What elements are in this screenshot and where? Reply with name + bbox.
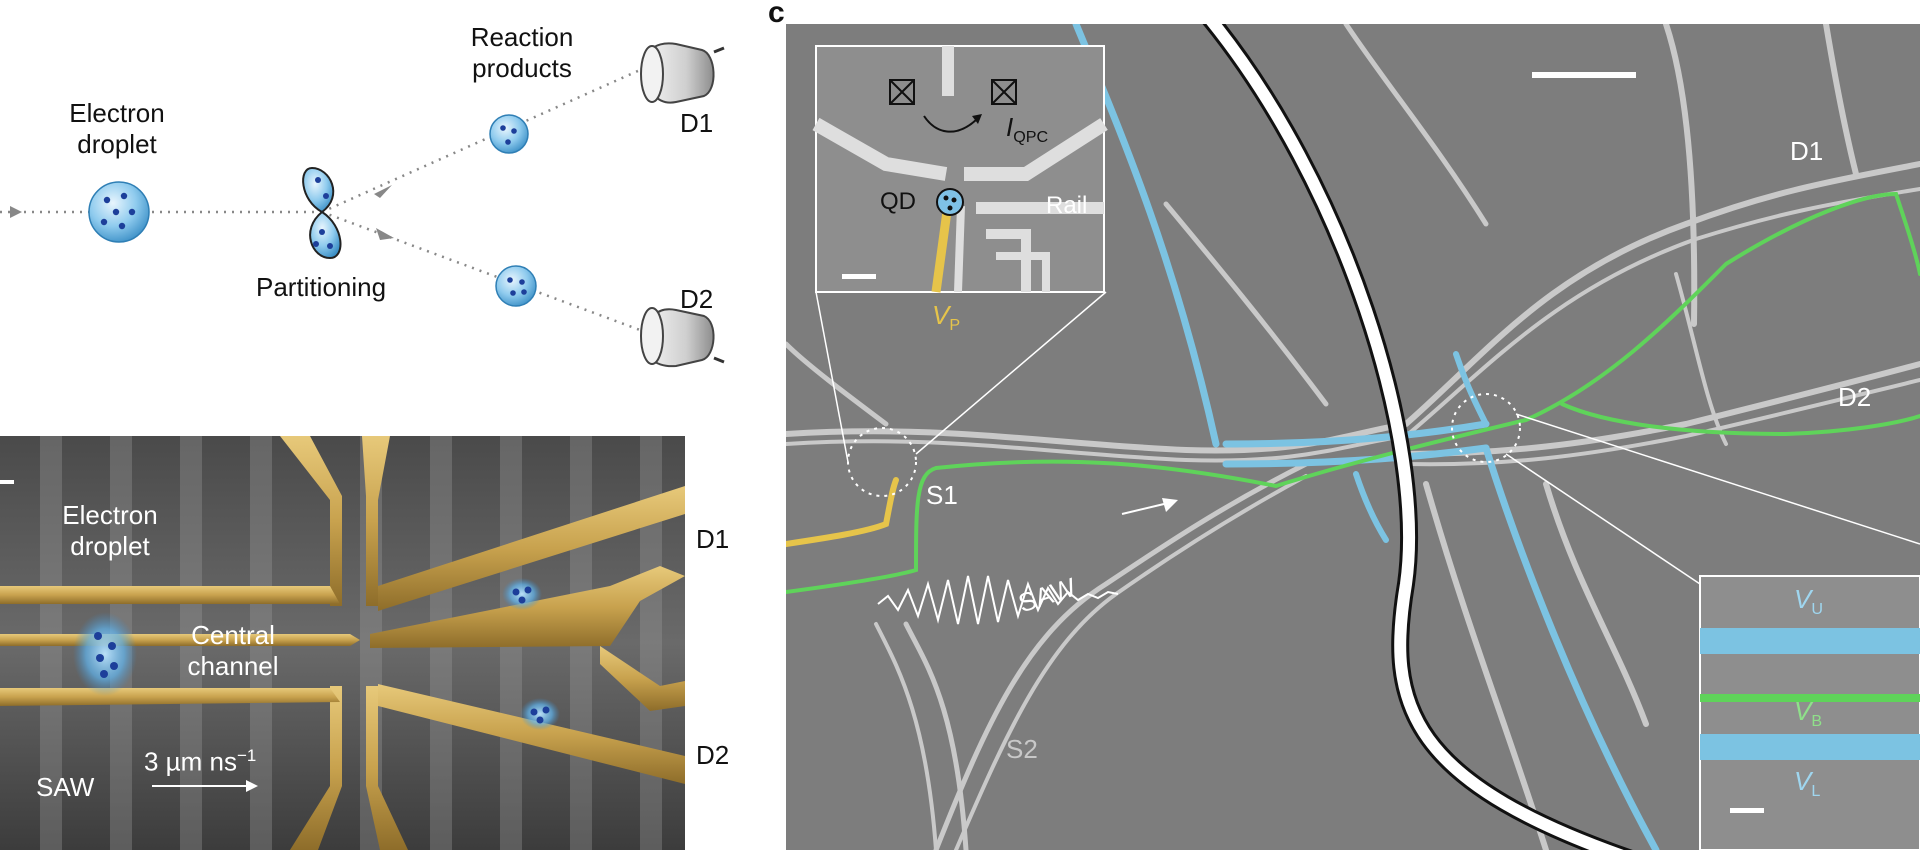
branch-up-path <box>321 68 641 214</box>
panel-a-d2-label: D2 <box>680 284 714 314</box>
panel-b-electron-droplet-label: Electron droplet <box>62 500 158 562</box>
zoom-line-2 <box>915 291 1107 455</box>
panel-c-d2-label: D2 <box>1838 382 1872 412</box>
inset-vl-label: VL <box>1794 766 1821 800</box>
inset-vu-label: VU <box>1794 584 1823 618</box>
inset-vb-symbol: V <box>1794 696 1812 726</box>
panel-b-speed-arrowhead <box>246 780 258 792</box>
panel-a-reaction-products-label: Reaction products <box>470 22 574 84</box>
panel-c-s2-label: S2 <box>1006 734 1038 764</box>
saw-wave <box>877 575 1119 625</box>
panel-b-speed-label: 3 µm ns−1 <box>144 746 256 778</box>
detector-d1-icon <box>640 42 725 104</box>
zoom-line-3 <box>1515 413 1920 545</box>
panel-a-partitioning-label: Partitioning <box>256 272 387 302</box>
panel-c-sem-image <box>786 24 1920 850</box>
inset-vl-symbol: V <box>1794 766 1812 796</box>
branch-down-path <box>321 210 641 332</box>
panel-c-d1-label: D1 <box>1790 136 1824 166</box>
electron-droplet-icon <box>88 181 150 243</box>
channel-gates <box>0 486 685 784</box>
panel-b-droplet-upper-icon <box>502 578 542 610</box>
sem-yellow-gate <box>786 477 899 547</box>
inset-iqpc-symbol: I <box>1006 112 1014 142</box>
sem-scale-bar <box>1532 72 1636 78</box>
saw-wave-arrowhead <box>1162 498 1178 512</box>
panel-a-electron-droplet-label: Electron droplet <box>69 98 165 160</box>
inset-qd-label: QD <box>880 188 916 215</box>
panel-b-saw-label: SAW <box>36 772 95 802</box>
inset-vu-subscript: U <box>1811 599 1823 618</box>
arrow-head-in <box>10 206 22 218</box>
inset-left <box>812 45 1108 293</box>
inset-vb-label: VB <box>1794 696 1823 730</box>
saw-wave-arrow <box>1121 503 1165 515</box>
sem-gray-gates <box>786 24 1920 850</box>
inset-iqpc-label: IQPC <box>1006 112 1049 146</box>
panel-b-droplet-main-icon <box>73 612 137 696</box>
panel-b-scale-bar <box>0 480 14 484</box>
inset-right <box>1699 575 1920 850</box>
panel-a-d1-label: D1 <box>680 108 714 138</box>
inset-rail-label: Rail <box>1046 192 1088 219</box>
panel-b-speed-value: 3 µm ns <box>144 746 238 777</box>
panel-b-d2-label: D2 <box>696 740 730 770</box>
vertical-gates <box>280 436 408 850</box>
product-droplet-lower-icon <box>495 265 537 307</box>
inset-vb-subscript: B <box>1811 711 1823 730</box>
product-droplet-upper-icon <box>489 114 529 154</box>
sem-green-gate <box>786 191 1920 594</box>
panel-b-central-channel-label: Central channel <box>187 620 279 682</box>
inset-vp-symbol: V <box>932 300 950 330</box>
panel-b-d1-label: D1 <box>696 524 730 554</box>
arrow-head-down <box>376 228 394 240</box>
arrow-head-up <box>374 185 392 198</box>
panel-a-schematic <box>0 42 725 368</box>
panel-c-s1-label: S1 <box>926 480 958 510</box>
panel-c-letter: c <box>768 0 785 29</box>
zoom-circle-right <box>1451 393 1521 463</box>
inset-vl-subscript: L <box>1811 781 1821 800</box>
detector-d2-icon <box>640 307 725 368</box>
partitioning-droplet-icon <box>302 166 342 260</box>
panel-b-speed-exponent: −1 <box>237 746 257 765</box>
zoom-line-1 <box>815 291 849 463</box>
inset-vp-label: VP <box>932 300 961 334</box>
panel-b-droplet-lower-icon <box>520 698 560 730</box>
inset-vu-symbol: V <box>1794 584 1812 614</box>
panel-b-device-render <box>0 436 685 850</box>
inset-vp-subscript: P <box>949 315 961 334</box>
inset-iqpc-subscript: QPC <box>1013 127 1049 146</box>
zoom-line-4 <box>1505 453 1701 585</box>
